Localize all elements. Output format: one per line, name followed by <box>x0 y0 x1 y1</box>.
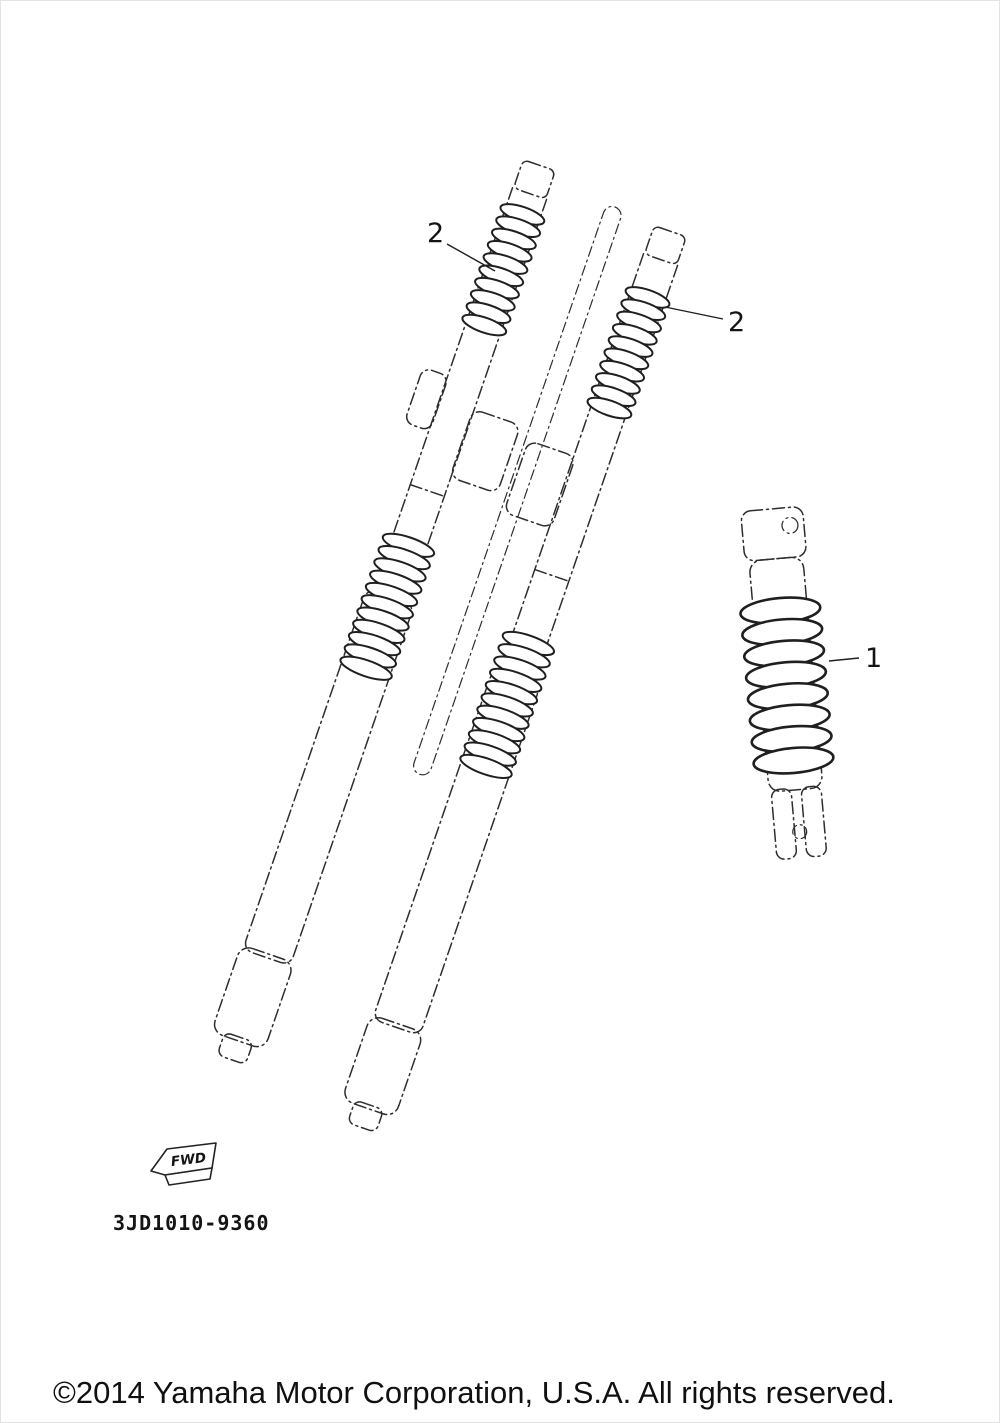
fork-foot-right <box>344 1016 422 1116</box>
triple-clamp-left <box>451 410 519 492</box>
axle-lug-left <box>218 1033 253 1064</box>
left-fork-tube <box>213 160 555 1064</box>
fork-spring-mid-left <box>339 532 436 681</box>
callout-label-1-shock: 1 <box>865 643 882 674</box>
fork-bracket-left-ear <box>405 369 447 430</box>
fork-spring-mid-right <box>459 630 556 779</box>
leader-line-2-left <box>446 243 496 272</box>
fwd-direction-flag: FWD <box>150 1142 217 1186</box>
fork-cap-right <box>645 226 686 265</box>
fwd-label: FWD <box>170 1150 207 1170</box>
right-fork-tube <box>344 226 686 1132</box>
fork-cap-left <box>514 160 555 199</box>
shock-spring <box>739 596 835 775</box>
inner-damper-tube <box>412 205 622 776</box>
part-number-label: 3JD1010-9360 <box>113 1211 270 1235</box>
shock-clevis-right-prong <box>800 785 827 858</box>
fork-spring-upper-right <box>586 286 671 420</box>
leader-line-2-right <box>664 306 724 320</box>
shock-bottom-eye <box>792 824 808 840</box>
fork-spring-upper-left <box>461 203 546 337</box>
triple-clamp-right <box>505 442 574 527</box>
rear-shock-absorber <box>739 506 835 860</box>
fork-slider-left <box>244 590 413 964</box>
fork-foot-left <box>213 947 292 1048</box>
axle-lug-right <box>348 1101 383 1132</box>
copyright-text: ©2014 Yamaha Motor Corporation, U.S.A. A… <box>53 1375 895 1410</box>
callout-label-2-left: 2 <box>427 218 444 249</box>
shock-top-mount <box>740 506 807 562</box>
callout-label-2-right: 2 <box>728 307 745 338</box>
leader-line-1-shock <box>828 657 860 662</box>
shock-clevis-left-prong <box>770 788 798 860</box>
shock-top-eye <box>781 516 799 534</box>
fork-slider-right <box>374 671 539 1034</box>
